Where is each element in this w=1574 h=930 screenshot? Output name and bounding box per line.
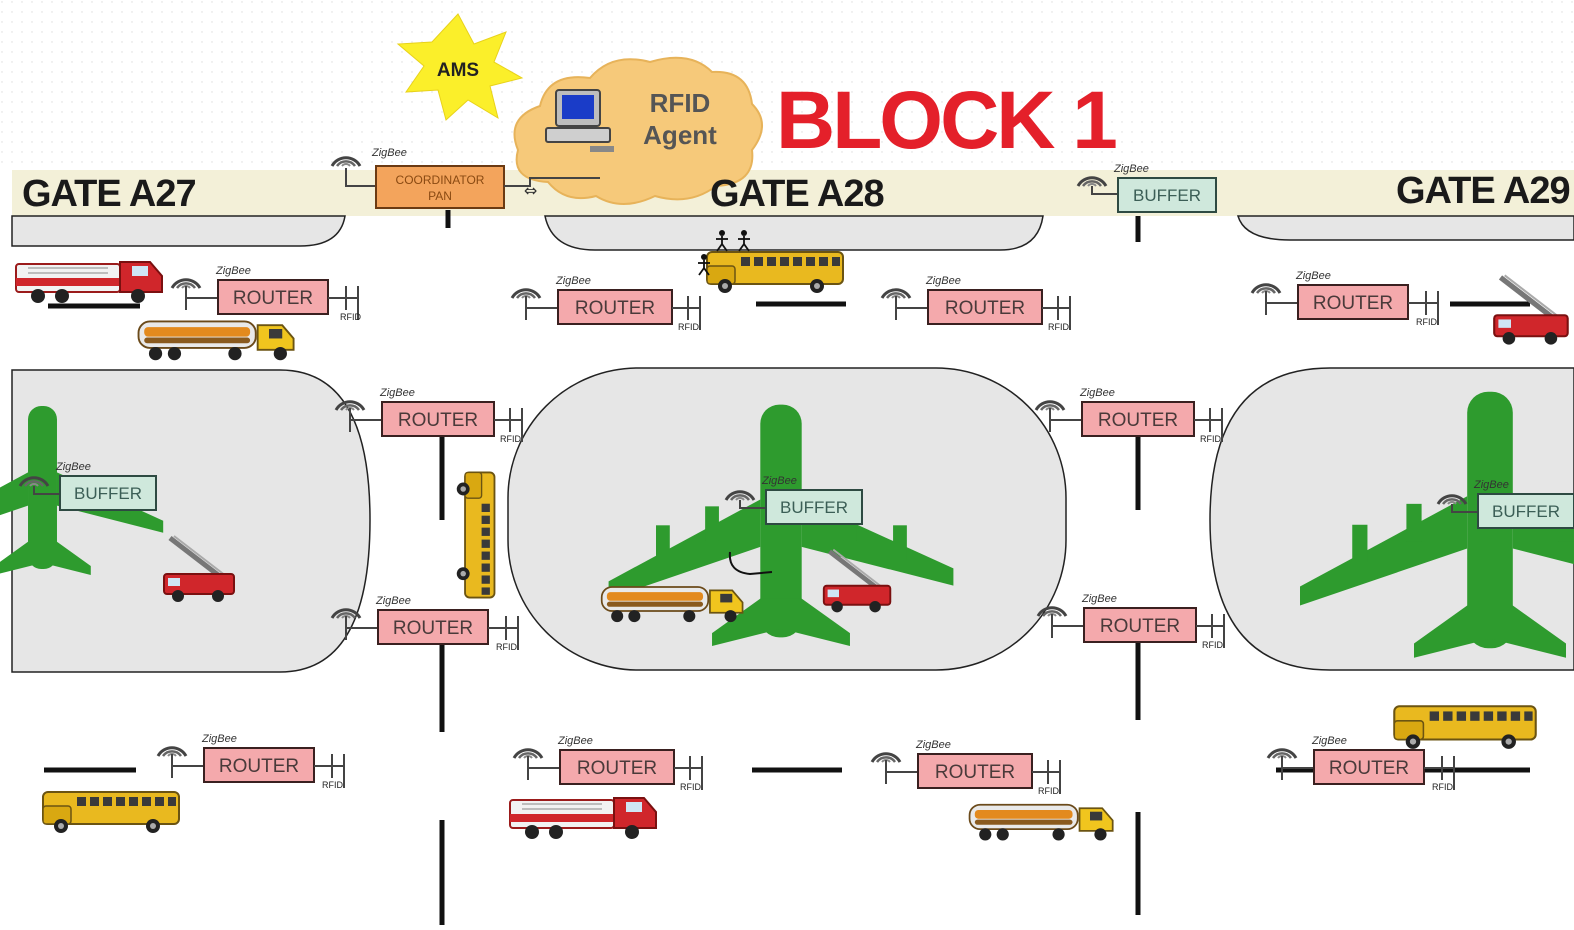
coordinator-line2: PAN (428, 189, 452, 203)
router-label: ROUTER (1098, 410, 1178, 431)
router-node: ZigBee ROUTER RFID (334, 387, 523, 444)
router-node: ZigBee ROUTER RFID (156, 733, 345, 790)
router-node: ZigBee ROUTER RFID (880, 275, 1071, 332)
router-label: ROUTER (575, 298, 655, 319)
router-label: ROUTER (577, 758, 657, 779)
buffer-node: ZigBee BUFFER (724, 475, 863, 576)
stand-a27 (11, 369, 371, 673)
rfid-label: RFID (340, 312, 361, 322)
router-node: ZigBee ROUTER RFID (1250, 270, 1439, 327)
rfid-label: RFID (496, 642, 517, 652)
zigbee-label: ZigBee (379, 387, 415, 399)
router-label: ROUTER (935, 762, 1015, 783)
zigbee-label: ZigBee (557, 735, 593, 747)
router-label: ROUTER (1313, 293, 1393, 314)
zigbee-label: ZigBee (915, 739, 951, 751)
router-label: ROUTER (398, 410, 478, 431)
gate-a28-label: GATE A28 (710, 173, 884, 215)
zigbee-label: ZigBee (555, 275, 591, 287)
gate-band (12, 170, 1574, 216)
router-label: ROUTER (393, 618, 473, 639)
rfid-agent: RFID Agent (513, 56, 763, 205)
buffer-node-top: ZigBee BUFFER (1076, 163, 1217, 213)
rfid-label: RFID (1200, 434, 1221, 444)
zigbee-label: ZigBee (1081, 593, 1117, 605)
buffer-label: BUFFER (780, 498, 848, 517)
computer-icon (545, 89, 614, 152)
gate-a29-label: GATE A29 (1396, 170, 1570, 212)
dotted-header-area (0, 0, 1574, 170)
zigbee-label: ZigBee (761, 475, 797, 487)
zigbee-label: ZigBee (55, 461, 91, 473)
router-node: ZigBee ROUTER RFID (870, 739, 1061, 796)
zigbee-label: ZigBee (1113, 163, 1149, 175)
coordinator-pan-node: ZigBee COORDINATOR PAN ⇔ (330, 147, 600, 209)
ams-star: AMS (396, 13, 524, 121)
zigbee-label: ZigBee (1295, 270, 1331, 282)
agent-line2: Agent (643, 120, 717, 150)
rfid-label: RFID (1202, 640, 1223, 650)
router-node: ZigBee ROUTER RFID (1034, 387, 1223, 444)
router-node: ZigBee ROUTER RFID (512, 735, 703, 792)
zigbee-label: ZigBee (1311, 735, 1347, 747)
router-node: ZigBee ROUTER RFID (170, 265, 361, 322)
zigbee-label: ZigBee (215, 265, 251, 277)
router-node: ZigBee ROUTER RFID (330, 595, 519, 652)
rfid-label: RFID (1038, 786, 1059, 796)
buffer-node: ZigBee BUFFER (1436, 479, 1574, 529)
block-title: BLOCK 1 (776, 75, 1116, 166)
zigbee-label: ZigBee (1473, 479, 1509, 491)
zigbee-label: ZigBee (371, 147, 407, 159)
zigbee-label: ZigBee (201, 733, 237, 745)
router-label: ROUTER (1100, 616, 1180, 637)
gate-a27-label: GATE A27 (22, 173, 196, 215)
router-label: ROUTER (219, 756, 299, 777)
buffer-label: BUFFER (1492, 502, 1560, 521)
router-node: ZigBee ROUTER RFID (510, 275, 701, 332)
usb-icon: ⇔ (524, 181, 537, 200)
buffer-node: ZigBee BUFFER (18, 461, 157, 511)
rfid-label: RFID (678, 322, 699, 332)
router-node: ZigBee ROUTER RFID (1036, 593, 1225, 650)
router-node: ZigBee ROUTER RFID (1266, 735, 1455, 792)
star-icon (396, 13, 524, 121)
rfid-label: RFID (1432, 782, 1453, 792)
router-label: ROUTER (233, 288, 313, 309)
agent-line1: RFID (650, 88, 711, 118)
router-label: ROUTER (1329, 758, 1409, 779)
coordinator-line1: COORDINATOR (396, 173, 485, 187)
rfid-label: RFID (680, 782, 701, 792)
rfid-label: RFID (1416, 317, 1437, 327)
top-stand-row (11, 215, 1574, 251)
buffer-label: BUFFER (74, 484, 142, 503)
rfid-label: RFID (500, 434, 521, 444)
rfid-label: RFID (1048, 322, 1069, 332)
router-label: ROUTER (945, 298, 1025, 319)
ams-label: AMS (437, 60, 479, 81)
zigbee-label: ZigBee (375, 595, 411, 607)
zigbee-label: ZigBee (1079, 387, 1115, 399)
buffer-label: BUFFER (1133, 186, 1201, 205)
rfid-label: RFID (322, 780, 343, 790)
zigbee-label: ZigBee (925, 275, 961, 287)
